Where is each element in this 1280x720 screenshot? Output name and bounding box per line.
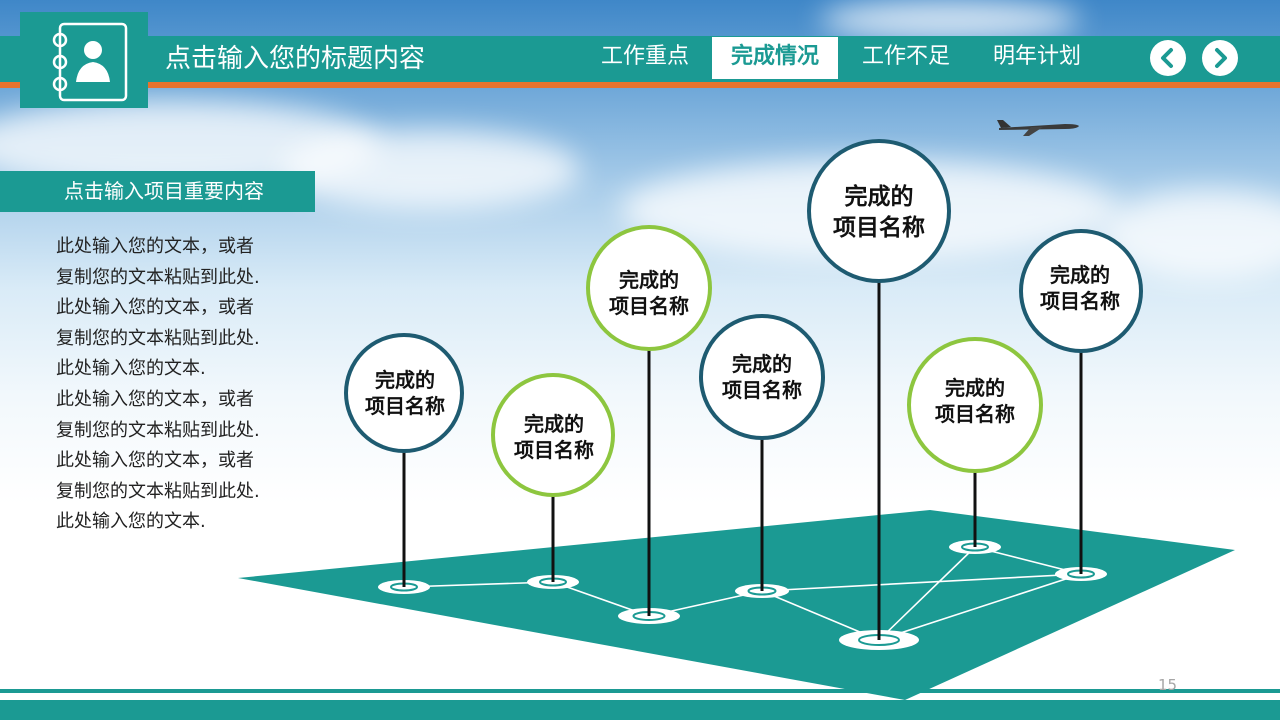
bubble-label: 完成的项目名称 [935, 376, 1015, 426]
body-line: 复制您的文本粘贴到此处. [56, 266, 260, 288]
prev-button[interactable] [1150, 40, 1186, 76]
body-line: 此处输入您的文本，或者 [56, 297, 254, 319]
pin-circle [344, 333, 464, 453]
project-pin [1019, 229, 1143, 581]
pin-circle [586, 225, 712, 351]
project-pin [344, 333, 464, 594]
project-pin [699, 314, 825, 598]
pin-circle [699, 314, 825, 440]
body-line: 此处输入您的文本，或者 [56, 236, 254, 257]
body-line: 此处输入您的文本，或者 [56, 388, 254, 410]
bubble-label: 完成的项目名称 [514, 412, 594, 462]
bubble-label: 完成的项目名称 [365, 368, 445, 418]
section-subtitle: 点击输入项目重要内容 [64, 179, 264, 203]
body-line: 复制您的文本粘贴到此处. [56, 327, 260, 349]
body-line: 复制您的文本粘贴到此处. [56, 419, 260, 441]
logo [20, 12, 148, 108]
body-line: 此处输入您的文本. [56, 358, 206, 380]
bubble-label: 完成的项目名称 [1040, 263, 1120, 313]
chevron-right-icon [1215, 48, 1227, 68]
cloud [280, 130, 580, 210]
contact-book-icon [52, 22, 128, 102]
bubble-label: 完成的项目名称 [722, 352, 802, 402]
footer-line [0, 689, 1280, 693]
pin-circle [1019, 229, 1143, 353]
bubble-label: 完成的项目名称 [609, 268, 689, 318]
project-pin [491, 373, 615, 589]
cloud [820, 0, 1080, 40]
page-title: 点击输入您的标题内容 [165, 44, 426, 74]
bubble-label: 完成的项目名称 [833, 184, 925, 241]
tab-completion-status[interactable]: 完成情况 [712, 37, 838, 79]
project-pin [807, 139, 951, 650]
pin-circle [907, 337, 1043, 473]
project-pin [586, 225, 712, 624]
body-line: 此处输入您的文本. [56, 511, 206, 533]
pin-circle [491, 373, 615, 497]
tab-next-year-plan[interactable]: 明年计划 [992, 44, 1081, 69]
pin-circle [807, 139, 951, 283]
next-button[interactable] [1202, 40, 1238, 76]
teal-platform [238, 510, 1235, 700]
chevron-left-icon [1161, 48, 1173, 68]
header-bar [0, 36, 1280, 82]
header-accent-line [0, 82, 1280, 88]
tab-shortcomings[interactable]: 工作不足 [861, 44, 950, 69]
tab-key-work[interactable]: 工作重点 [600, 44, 689, 69]
subtitle-bar [0, 171, 315, 212]
page-number: 15 [1158, 676, 1178, 694]
body-line: 复制您的文本粘贴到此处. [56, 480, 260, 502]
project-pin [907, 337, 1043, 554]
footer-bar [0, 700, 1280, 720]
body-line: 此处输入您的文本，或者 [56, 450, 254, 472]
body-text: 此处输入您的文本，或者 复制您的文本粘贴到此处. 此处输入您的文本，或者 复制您… [56, 232, 316, 538]
airplane-icon [997, 120, 1079, 136]
